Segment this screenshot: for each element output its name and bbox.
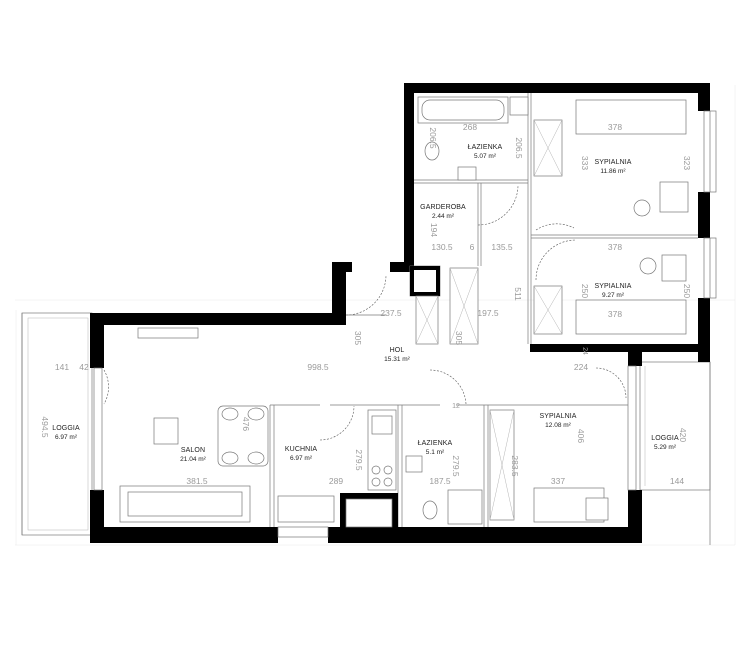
room-area: 9.27 m² [602,292,625,299]
dimension-label: 268 [463,122,477,132]
dimension-label: 420 [678,428,688,442]
room-name: HOL [390,347,405,354]
dimension-label: 511 [513,287,523,301]
dimension-label: 279.5 [354,449,364,471]
room-area: 6.97 m² [290,455,313,462]
dimension-label: 305 [353,331,363,345]
dimension-label: 337 [551,476,565,486]
bed-icon [575,99,687,135]
external-walls [90,83,710,543]
toilet-icon [424,141,440,161]
dimension-label: 378 [608,242,622,252]
dimension-label: 237.5 [380,308,402,318]
windows [93,110,717,538]
dimension-label: 323 [682,156,692,170]
dimension-label: 283.5 [510,455,520,477]
room-area: 5.07 m² [474,153,497,160]
dimension-label: 406 [576,429,586,443]
fixtures [119,96,689,525]
dimension-label: 197.5 [477,308,499,318]
dimension-label: 12 [452,403,460,410]
room-name: LOGGIA [52,425,80,432]
kitchen-counter-icon [277,495,335,523]
shower-icon [447,489,483,525]
loggia-right-outline [639,361,711,545]
dimension-label: 378 [608,309,622,319]
dimension-label: 250 [580,284,590,298]
doors [103,184,627,441]
dimension-label: 42 [79,362,89,372]
room-area: 6.97 m² [55,434,78,441]
dining-table-icon [217,405,269,467]
table-icon [153,417,179,445]
room-name: SYPIALNIA [594,283,631,290]
room-name: SYPIALNIA [539,413,576,420]
dimension-label: 305 [454,331,464,345]
dimension-label: 206.5 [514,137,524,159]
dimension-label: 135.5 [491,242,513,252]
internal-walls [269,93,698,528]
room-name: ŁAZIENKA [468,144,503,151]
dimension-label: 130.5 [431,242,453,252]
dimension-label: 24 [581,347,588,355]
room-name: LOGGIA [651,435,679,442]
room-name: KUCHNIA [285,446,317,453]
dimension-label: 998.5 [307,362,329,372]
dimension-label: 494.5 [40,416,50,438]
dimension-label: 187.5 [429,476,451,486]
dimension-label: 378 [608,122,622,132]
room-name: ŁAZIENKA [418,440,453,447]
dimension-label: 144 [670,476,684,486]
loggia-left-outline [21,312,93,536]
dimension-label: 333 [580,156,590,170]
room-labels: ŁAZIENKA 5.07 m² SYPIALNIA 11.86 m² GARD… [52,144,679,463]
radiator-icon [137,327,199,339]
room-area: 12.08 m² [545,422,571,429]
room-area: 11.86 m² [600,168,626,175]
dimension-label: 381.5 [186,476,208,486]
room-area: 5.1 m² [426,449,445,456]
dimension-label: 279.5 [451,455,461,477]
dimension-labels: 268 206.5 206.5 378 333 323 194 130.5 6 … [40,122,692,486]
dimension-label: 476 [241,417,251,431]
room-area: 15.31 m² [384,356,410,363]
dimension-label: 224 [574,362,588,372]
dimension-label: 141 [55,362,69,372]
room-name: SALON [181,447,205,454]
dimension-label: 250 [682,284,692,298]
dimension-label: 289 [329,476,343,486]
room-area: 2.44 m² [432,213,455,220]
dimension-label: 194 [429,223,439,237]
dimension-label: 6 [470,242,475,252]
room-area: 5.29 m² [654,444,677,451]
sink-icon [405,455,423,473]
dimension-label: 206.5 [428,127,438,149]
room-area: 21.04 m² [180,456,206,463]
room-name: SYPIALNIA [594,159,631,166]
room-name: GARDEROBA [420,204,466,211]
